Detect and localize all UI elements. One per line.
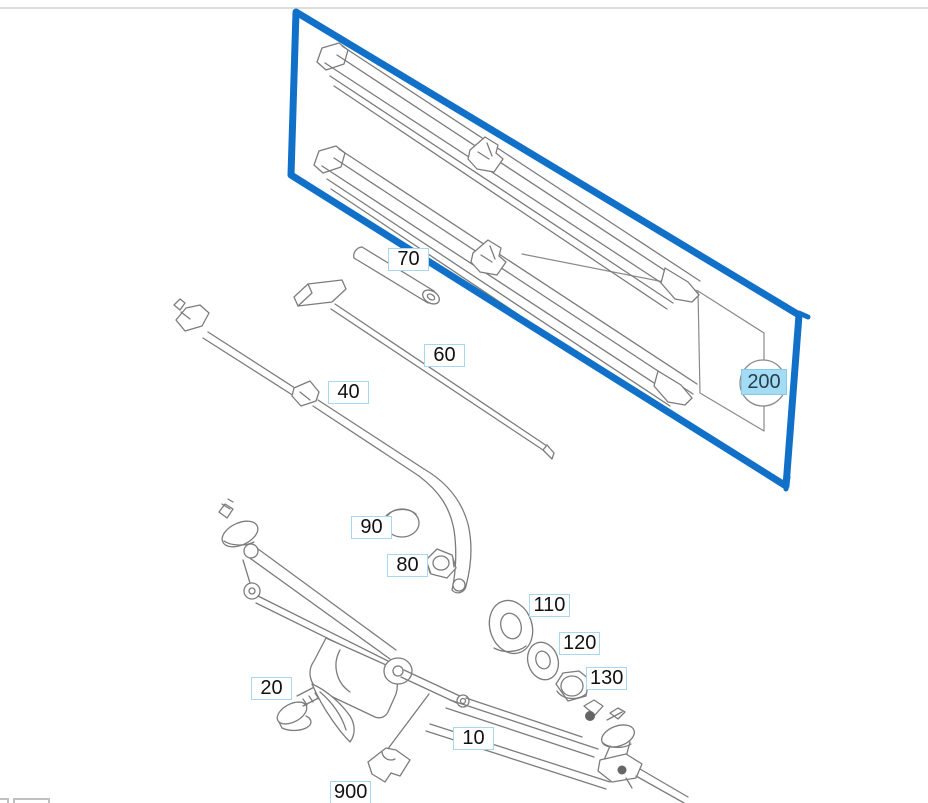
part-10-linkage-motor-drawing[interactable] bbox=[218, 498, 689, 803]
part-label-200-selected[interactable]: 200 bbox=[741, 369, 787, 395]
part-60-rubber-insert-drawing[interactable] bbox=[293, 279, 555, 460]
selection-highlight-region[interactable] bbox=[287, 8, 811, 492]
top-divider-rule bbox=[0, 7, 928, 9]
part-label-20[interactable]: 20 bbox=[251, 677, 292, 700]
part-130-hex-nut-drawing[interactable] bbox=[555, 670, 590, 702]
part-900-connector-drawing[interactable] bbox=[367, 693, 430, 783]
part-label-120[interactable]: 120 bbox=[559, 632, 601, 655]
part-110-washer-drawing[interactable] bbox=[483, 595, 540, 659]
part-label-130[interactable]: 130 bbox=[586, 667, 628, 690]
part-40-wiper-arm-drawing[interactable] bbox=[173, 298, 472, 594]
thumbnail-box-1[interactable] bbox=[0, 798, 9, 803]
part-label-60[interactable]: 60 bbox=[424, 344, 465, 367]
part-70-tube-drawing[interactable] bbox=[353, 246, 442, 307]
part-label-90[interactable]: 90 bbox=[351, 516, 392, 539]
part-label-80[interactable]: 80 bbox=[387, 554, 428, 577]
part-label-10[interactable]: 10 bbox=[453, 727, 494, 750]
part-label-40[interactable]: 40 bbox=[328, 381, 369, 404]
part-label-110[interactable]: 110 bbox=[529, 594, 570, 617]
part-120-washer-drawing[interactable] bbox=[523, 638, 563, 683]
part-label-900[interactable]: 900 bbox=[330, 781, 372, 803]
part-label-70[interactable]: 70 bbox=[388, 248, 429, 271]
thumbnail-box-2[interactable] bbox=[13, 798, 50, 803]
part-80-nut-drawing[interactable] bbox=[425, 548, 457, 579]
part-200-wiper-blades-drawing[interactable] bbox=[313, 42, 701, 413]
